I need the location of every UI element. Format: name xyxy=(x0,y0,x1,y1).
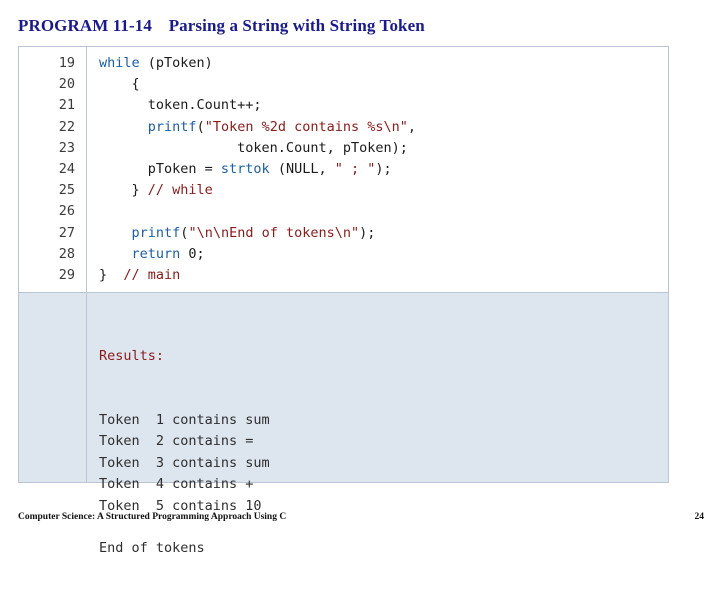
code-token: ( xyxy=(180,224,189,241)
code-token: token.Count, pToken); xyxy=(99,139,408,156)
code-token: strtok xyxy=(220,160,270,177)
code-token: return xyxy=(131,245,181,262)
line-number: 20 xyxy=(58,76,75,93)
code-token: "\n\nEnd of tokens\n" xyxy=(188,224,360,241)
line-source: return 0; xyxy=(99,244,205,265)
code-token: // main xyxy=(123,266,181,283)
code-token: ); xyxy=(359,224,376,241)
code-token: printf xyxy=(147,118,197,135)
line-number: 27 xyxy=(58,224,75,241)
line-number: 25 xyxy=(58,182,75,199)
code-token: ( xyxy=(196,118,205,135)
code-token xyxy=(99,119,148,135)
line-number: 28 xyxy=(58,245,75,262)
line-number: 29 xyxy=(58,266,75,283)
code-token: (pToken) xyxy=(139,55,213,71)
line-source: while (pToken) xyxy=(99,53,213,74)
code-line: 27 printf("\n\nEnd of tokens\n"); xyxy=(19,223,668,244)
line-source: printf("\n\nEnd of tokens\n"); xyxy=(99,223,376,244)
results-line: Token 4 contains + xyxy=(99,476,254,493)
code-token: ); xyxy=(375,160,392,177)
code-line: 19 while (pToken) xyxy=(19,53,668,74)
program-title: Parsing a String with String Token xyxy=(168,16,425,35)
line-number: 19 xyxy=(58,55,75,71)
code-token: { xyxy=(99,76,140,93)
code-line: 23 token.Count, pToken); xyxy=(19,138,668,159)
code-line: 29} // main xyxy=(19,265,668,286)
results-line: End of tokens xyxy=(99,540,205,557)
code-token xyxy=(99,246,132,262)
line-source: printf("Token %2d contains %s\n", xyxy=(99,117,416,138)
results-line: Token 3 contains sum xyxy=(99,454,270,471)
code-line: 28 return 0; xyxy=(19,244,668,265)
code-token: while xyxy=(99,55,140,71)
gutter-divider xyxy=(86,47,87,292)
line-source: token.Count, pToken); xyxy=(99,138,408,159)
code-line: 22 printf("Token %2d contains %s\n", xyxy=(19,117,668,138)
code-token: , xyxy=(407,118,417,135)
line-source: } // while xyxy=(99,180,213,201)
results-line: Token 5 contains 10 xyxy=(99,497,262,514)
code-token: "Token %2d contains %s\n" xyxy=(204,118,408,135)
footer-book-title: Computer Science: A Structured Programmi… xyxy=(18,512,287,522)
gutter-divider-results xyxy=(86,293,87,482)
slide: PROGRAM 11-14 Parsing a String with Stri… xyxy=(18,16,705,556)
footer-page-number: 24 xyxy=(694,512,705,522)
code-token: (NULL, xyxy=(269,160,335,177)
code-token: } xyxy=(99,266,124,283)
page-title: PROGRAM 11-14 Parsing a String with Stri… xyxy=(18,16,425,36)
line-number: 24 xyxy=(58,160,75,177)
line-number: 21 xyxy=(58,97,75,114)
program-number: PROGRAM 11-14 xyxy=(18,16,152,35)
line-number: 26 xyxy=(58,203,75,220)
code-token xyxy=(99,225,132,241)
line-source: { xyxy=(99,74,140,95)
code-line: 21 token.Count++; xyxy=(19,95,668,116)
results-line: Token 2 contains = xyxy=(99,433,254,450)
line-number: 22 xyxy=(58,118,75,135)
line-source: token.Count++; xyxy=(99,95,262,116)
results-line: Token 1 contains sum xyxy=(99,412,270,429)
code-line: 26 xyxy=(19,201,668,222)
code-token: " ; " xyxy=(334,160,376,177)
code-token: } xyxy=(99,182,148,199)
code-line: 24 pToken = strtok (NULL, " ; "); xyxy=(19,159,668,180)
code-token: 0; xyxy=(180,245,205,262)
line-source: pToken = strtok (NULL, " ; "); xyxy=(99,159,392,180)
line-source: } // main xyxy=(99,265,180,286)
code-token: token.Count++; xyxy=(99,97,262,114)
code-token: pToken = xyxy=(99,160,221,177)
code-token: printf xyxy=(131,224,181,241)
code-line: 25 } // while xyxy=(19,180,668,201)
results-heading: Results: xyxy=(99,347,165,364)
line-number: 23 xyxy=(58,139,75,156)
code-token: // while xyxy=(147,182,213,199)
code-line: 20 { xyxy=(19,74,668,95)
